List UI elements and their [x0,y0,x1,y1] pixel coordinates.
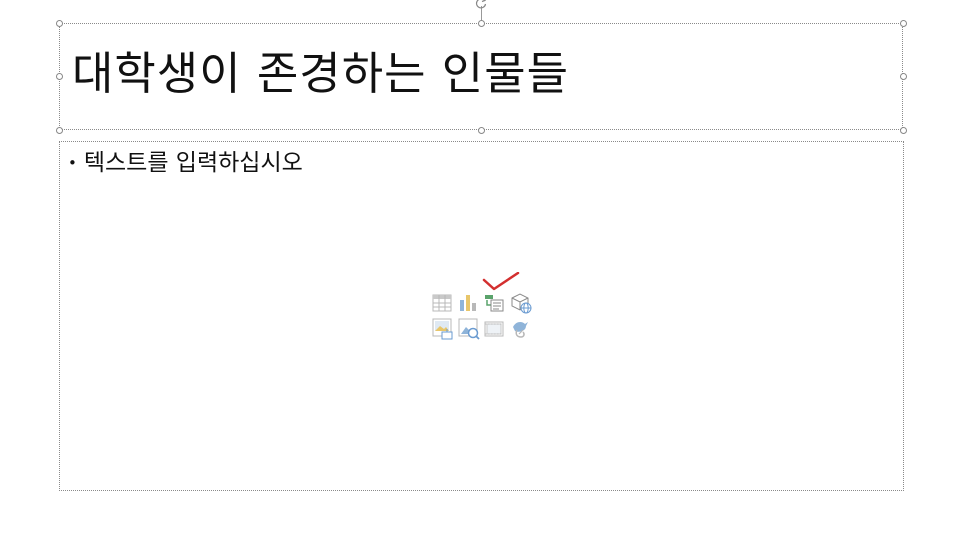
bullet-text-line[interactable]: • 텍스트를 입력하십시오 [68,148,303,178]
resize-handle-top[interactable] [478,20,485,27]
resize-handle-bottom[interactable] [478,127,485,134]
3d-model-icon[interactable] [509,291,533,315]
resize-handle-bottom-right[interactable] [900,127,907,134]
picture-icon[interactable] [432,318,454,340]
title-placeholder[interactable]: 대학생이 존경하는 인물들 [59,23,903,130]
video-icon[interactable] [484,320,504,338]
slide-title[interactable]: 대학생이 존경하는 인물들 [72,47,570,100]
insert-content-icons [430,272,534,342]
rotate-handle-icon[interactable] [474,0,488,10]
bullet-marker: • [68,154,77,172]
chart-icon[interactable] [458,292,478,312]
checkmark-annotation-icon [482,272,520,291]
rotation-handle-stem [481,6,482,23]
table-icon[interactable] [432,294,452,312]
resize-handle-top-right[interactable] [900,20,907,27]
icons-icon[interactable] [509,317,531,339]
resize-handle-top-left[interactable] [56,20,63,27]
smartart-icon[interactable] [483,291,505,313]
resize-handle-bottom-left[interactable] [56,127,63,134]
online-picture-icon[interactable] [458,318,480,340]
content-placeholder[interactable]: • 텍스트를 입력하십시오 [59,141,904,491]
placeholder-prompt-text: 텍스트를 입력하십시오 [83,150,303,176]
resize-handle-right[interactable] [900,73,907,80]
resize-handle-left[interactable] [56,73,63,80]
